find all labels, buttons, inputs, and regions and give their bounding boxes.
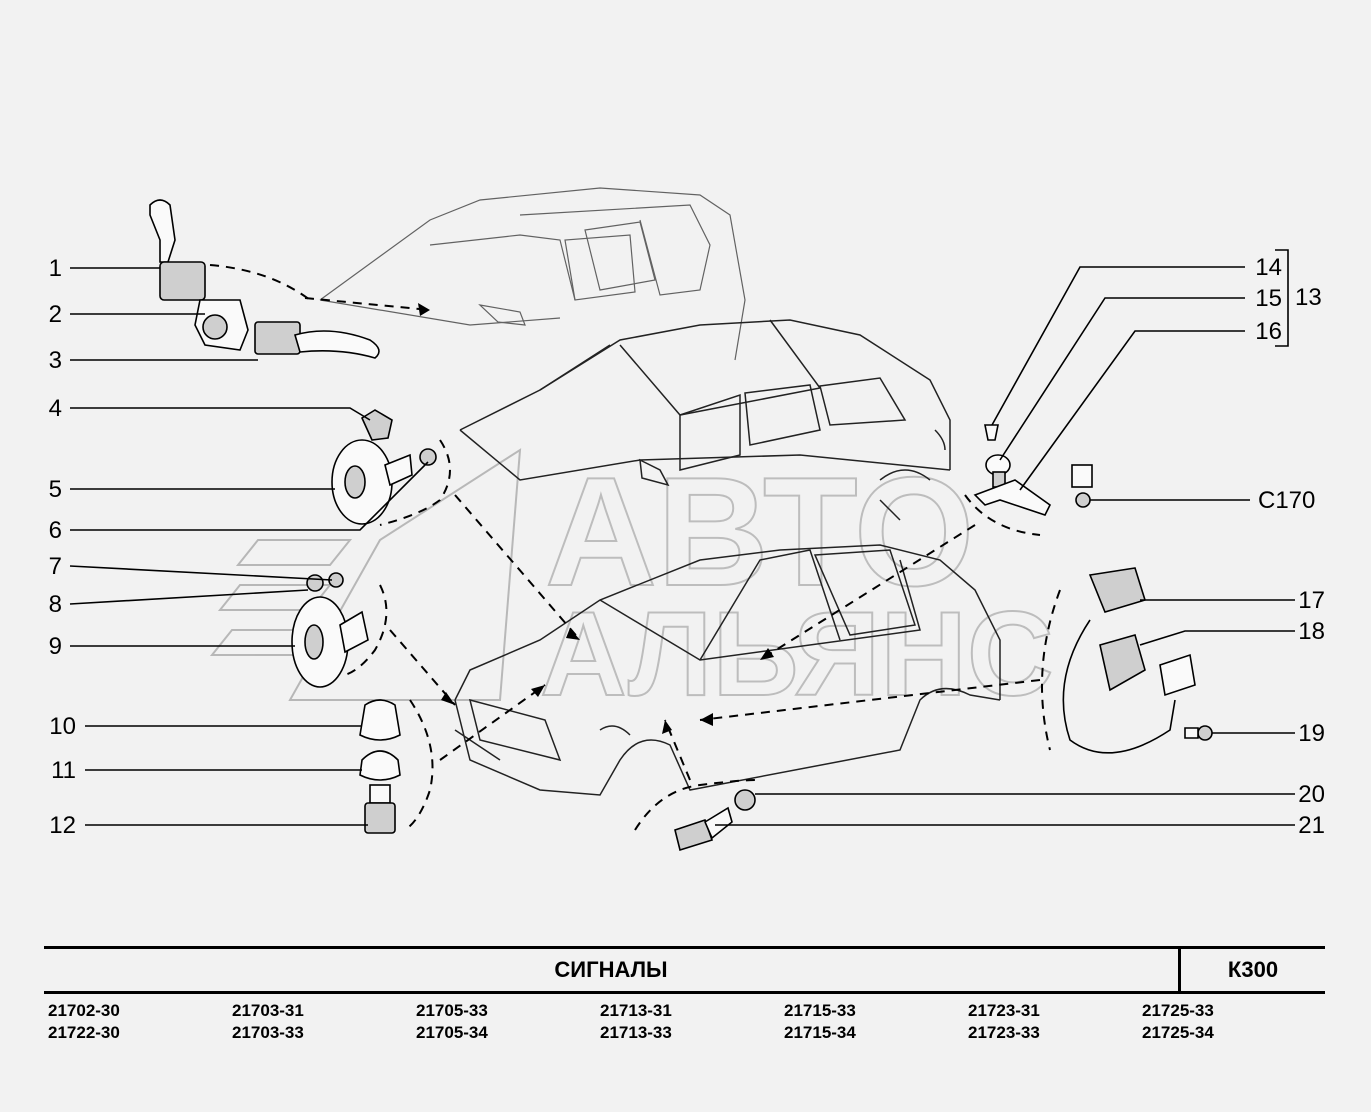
callouts-left: 1 2 3 4 5 6 7 8 9 10 11 12	[49, 255, 429, 839]
part-11-boot	[359, 750, 401, 781]
part-6-nut	[419, 448, 437, 466]
model-column: 21702-30 21722-30	[48, 1000, 120, 1044]
callout-6: 6	[49, 517, 62, 544]
model-number: 21723-33	[968, 1023, 1040, 1042]
model-number: 21703-33	[232, 1023, 304, 1042]
model-number: 21715-33	[784, 1001, 856, 1020]
part-8-washer	[306, 574, 324, 592]
callout-14: 14	[1255, 254, 1282, 281]
model-number: 21705-33	[416, 1001, 488, 1020]
callout-4: 4	[49, 395, 62, 422]
model-number: 21705-34	[416, 1023, 488, 1042]
diagram-code: К300	[1178, 949, 1325, 991]
callout-2: 2	[49, 301, 62, 328]
model-number: 21722-30	[48, 1023, 120, 1042]
model-column: 21703-31 21703-33	[232, 1000, 304, 1044]
model-column: 21723-31 21723-33	[968, 1000, 1040, 1044]
callouts-right: 14 15 16 13 C170 17 18 19 20 21	[715, 249, 1325, 839]
model-number: 21725-33	[1142, 1001, 1214, 1020]
callout-11: 11	[51, 757, 76, 784]
model-number: 21715-34	[784, 1023, 856, 1042]
model-number: 21723-31	[968, 1001, 1040, 1020]
part-12-switch	[364, 784, 396, 834]
title-block: СИГНАЛЫ К300 21702-30 21722-30 21703-31 …	[44, 946, 1325, 1044]
callout-21: 21	[1298, 812, 1325, 839]
part-20-nut	[734, 789, 756, 811]
callout-15: 15	[1255, 285, 1282, 312]
model-number: 21713-31	[600, 1001, 672, 1020]
part-14-screw	[984, 424, 999, 441]
title-row: СИГНАЛЫ К300	[44, 946, 1325, 994]
callout-19: 19	[1298, 720, 1325, 747]
part-18-limit-switch	[1062, 619, 1196, 754]
model-column: 21725-33 21725-34	[1142, 1000, 1214, 1044]
parts-diagram: АВТО АЛЬЯНС	[49, 187, 1325, 852]
part-16-bracket	[973, 479, 1052, 516]
callout-1: 1	[49, 255, 62, 282]
diagram-title: СИГНАЛЫ	[554, 957, 668, 982]
callout-18: 18	[1298, 618, 1325, 645]
part-3-wiper-switch	[254, 321, 380, 359]
callout-8: 8	[49, 591, 62, 618]
model-number: 21703-31	[232, 1001, 304, 1020]
callout-3: 3	[49, 347, 62, 374]
callout-20: 20	[1298, 781, 1325, 808]
model-number: 21702-30	[48, 1001, 120, 1020]
part-c170-connector	[1071, 464, 1093, 508]
model-number: 21713-33	[600, 1023, 672, 1042]
callout-7: 7	[49, 553, 62, 580]
model-column: 21713-31 21713-33	[600, 1000, 672, 1044]
callout-12: 12	[49, 812, 76, 839]
installation-arrows	[209, 264, 1061, 831]
callout-9: 9	[49, 633, 62, 660]
car-hatchback	[459, 319, 951, 487]
model-column: 21705-33 21705-34	[416, 1000, 488, 1044]
part-5-horn	[331, 439, 413, 525]
callout-5: 5	[49, 476, 62, 503]
part-21-switch	[674, 806, 733, 852]
part-9-horn	[291, 596, 369, 688]
part-4-bracket	[360, 409, 393, 441]
callout-17: 17	[1298, 587, 1325, 614]
model-list: 21702-30 21722-30 21703-31 21703-33 2170…	[44, 994, 1325, 1044]
model-number: 21725-34	[1142, 1023, 1214, 1042]
part-17-sensor	[1088, 567, 1147, 613]
part-1-light-switch	[149, 199, 206, 301]
part-19-screw	[1184, 725, 1213, 741]
car-sedan	[454, 499, 1001, 796]
watermark-line2: АЛЬЯНС	[540, 587, 1054, 721]
callout-10: 10	[49, 713, 76, 740]
part-15-contact	[985, 454, 1011, 488]
model-column: 21715-33 21715-34	[784, 1000, 856, 1044]
watermark-logo: АВТО АЛЬЯНС	[209, 444, 1055, 722]
callout-c170: C170	[1258, 487, 1315, 514]
part-2-switch-housing	[194, 299, 249, 351]
car-wagon	[319, 187, 746, 361]
part-10-boot	[359, 699, 401, 741]
callout-16: 16	[1255, 318, 1282, 345]
callout-13: 13	[1295, 284, 1322, 311]
